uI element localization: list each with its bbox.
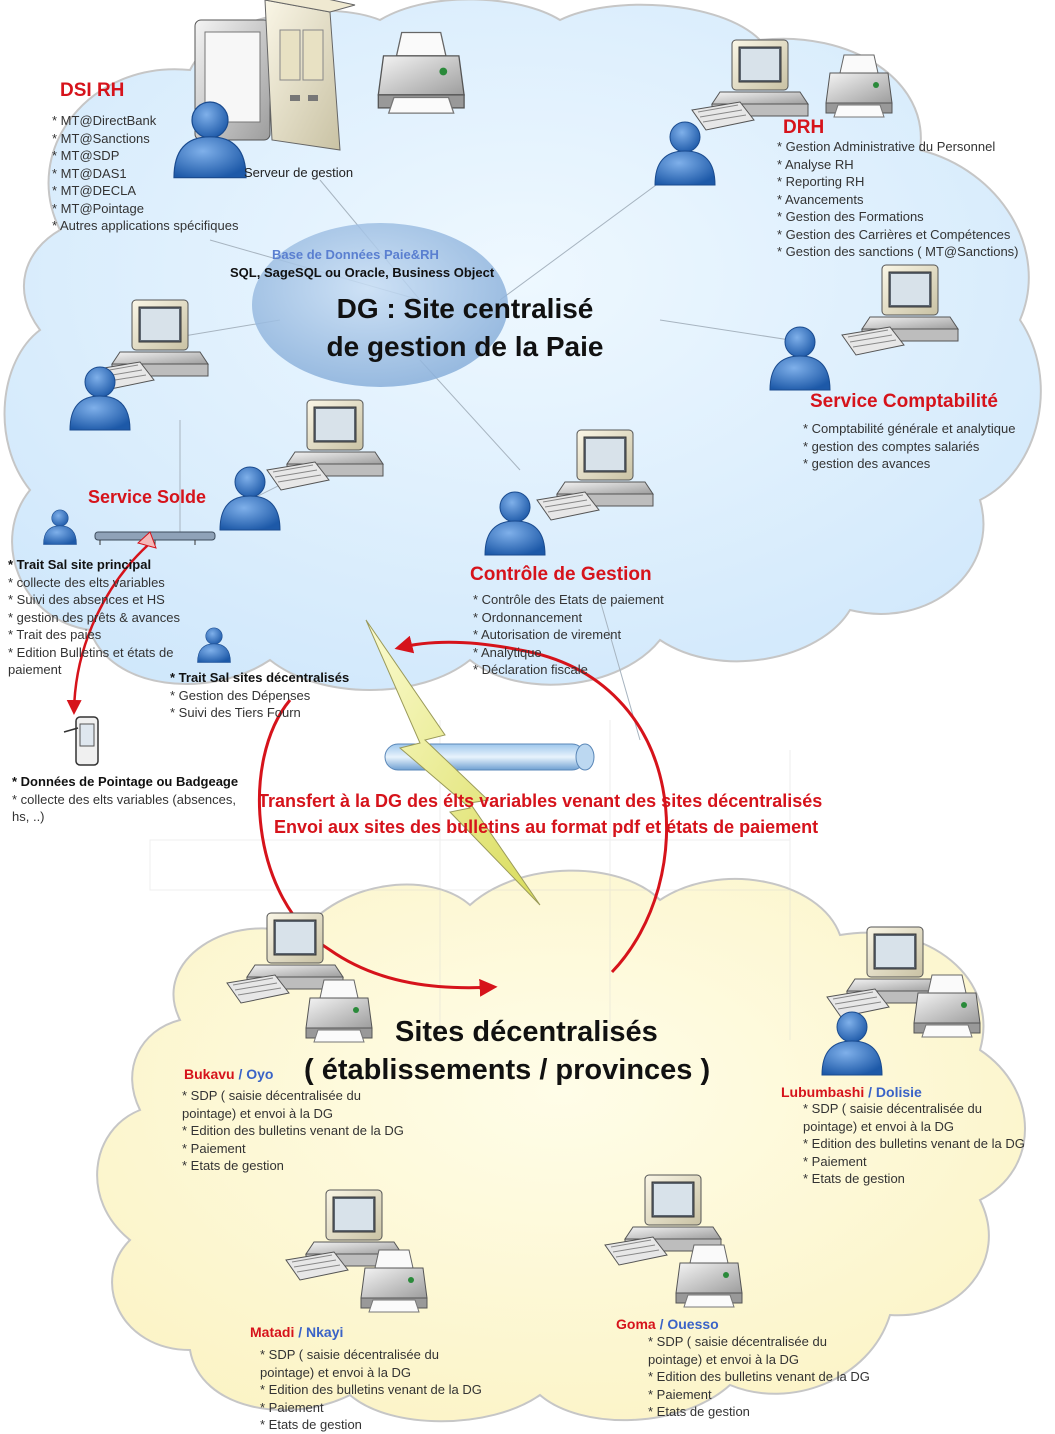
- list-item: * Gestion des Formations: [777, 209, 924, 224]
- list-item: * MT@DirectBank: [52, 113, 157, 128]
- list-item: * SDP ( saisie décentralisée du: [260, 1347, 439, 1362]
- list-item: * gestion des avances: [803, 456, 931, 471]
- list-item: pointage) et envoi à la DG: [182, 1105, 334, 1121]
- badge-reader-icon: [63, 716, 99, 766]
- sites-title-line-2: ( établissements / provinces ): [304, 1054, 711, 1086]
- list-item: * Analytique: [473, 644, 542, 660]
- dsi-title: DSI RH: [60, 80, 125, 101]
- list-item: pointage) et envoi à la DG: [803, 1118, 955, 1134]
- server-label: Serveur de gestion: [244, 165, 354, 180]
- list-item: * Edition des bulletins venant de la DG: [182, 1123, 404, 1138]
- list-item: * MT@DAS1: [52, 165, 127, 181]
- list-item: * Reporting RH: [777, 174, 865, 189]
- list-item: * MT@Pointage: [52, 200, 144, 216]
- transfer-line-2: Envoi aux sites des bulletins au format …: [274, 817, 819, 837]
- list-item: * Etats de gestion: [260, 1417, 362, 1432]
- list-item: * Avancements: [777, 191, 864, 207]
- site-goma-list: * SDP ( saisie décentralisée du pointage)…: [648, 1333, 870, 1421]
- list-item: * Ordonnancement: [473, 609, 583, 625]
- transfer-line-1: Transfert à la DG des élts variables ven…: [258, 791, 823, 811]
- list-item: * Etats de gestion: [803, 1171, 905, 1186]
- db-tech: SQL, SageSQL ou Oracle, Business Object: [230, 265, 495, 280]
- list-item: * SDP ( saisie décentralisée du: [648, 1334, 827, 1349]
- background-panels: [149, 720, 791, 1040]
- pointage-list: * Données de Pointage ou Badgeage * colle…: [12, 773, 238, 826]
- list-item: * Comptabilité générale et analytique: [803, 421, 1016, 436]
- drh-title: DRH: [783, 117, 825, 138]
- list-item: * Suivi des Tiers Fourn: [170, 705, 301, 720]
- solde-title: Service Solde: [88, 487, 207, 507]
- list-item: * collecte des elts variables (absences,: [12, 791, 237, 807]
- list-item: * Suivi des absences et HS: [8, 592, 165, 607]
- list-item: * MT@DECLA: [52, 183, 136, 198]
- site-lubumbashi-list: * SDP ( saisie décentralisée du pointage)…: [803, 1100, 1025, 1188]
- list-item: pointage) et envoi à la DG: [648, 1351, 800, 1367]
- list-item: * Trait Sal site principal: [8, 557, 152, 572]
- list-item: * Déclaration fiscale: [473, 662, 588, 677]
- db-title: Base de Données Paie&RH: [272, 247, 439, 262]
- list-item: * Etats de gestion: [182, 1158, 284, 1173]
- list-item: * Edition des bulletins venant de la DG: [260, 1382, 482, 1397]
- list-item: * Contrôle des Etats de paiement: [473, 592, 664, 607]
- list-item: * Analyse RH: [777, 156, 854, 172]
- list-item: * Paiement: [260, 1399, 324, 1415]
- list-item: * gestion des prêts & avances: [8, 609, 180, 625]
- solde-list: * Trait Sal site principal * collecte des…: [8, 556, 180, 679]
- dg-title-line-1: DG : Site centralisé: [336, 293, 594, 324]
- list-item: * MT@SDP: [52, 148, 120, 163]
- pointage-arrow: [66, 544, 149, 715]
- dsi-list: * MT@DirectBank * MT@Sanctions * MT@SDP * M…: [52, 112, 238, 235]
- list-item: * Edition des bulletins venant de la DG: [803, 1136, 1025, 1151]
- list-item: * SDP ( saisie décentralisée du: [803, 1101, 982, 1116]
- network-bus: [94, 531, 216, 541]
- list-item: * Gestion des Dépenses: [170, 687, 311, 703]
- site-bukavu-name: Bukavu / Oyo: [184, 1066, 274, 1082]
- lightning-bolt-icon: [365, 619, 541, 906]
- upload-arrow: [394, 635, 669, 974]
- dg-title: DG : Site centralisé de gestion de la Pa…: [255, 290, 675, 366]
- compta-list: * Comptabilité générale et analytique * g…: [803, 420, 1015, 473]
- list-item: * MT@Sanctions: [52, 130, 150, 146]
- list-item: * Etats de gestion: [648, 1404, 750, 1419]
- list-item: * Autorisation de virement: [473, 627, 622, 642]
- site-lubumbashi-name: Lubumbashi / Dolisie: [781, 1084, 922, 1100]
- site-goma-name: Goma / Ouesso: [616, 1316, 719, 1332]
- controle-list: * Contrôle des Etats de paiement * Ordonn…: [473, 591, 664, 679]
- list-item: * Paiement: [648, 1386, 712, 1402]
- list-item: * Paiement: [182, 1140, 246, 1156]
- list-item: * collecte des elts variables: [8, 574, 165, 590]
- drh-list: * Gestion Administrative du Personnel * A…: [777, 138, 1019, 261]
- sites-title-line-1: Sites décentralisés: [395, 1016, 658, 1048]
- list-item: hs, ..): [12, 809, 45, 824]
- list-item: * Gestion des sanctions ( MT@Sanctions): [777, 244, 1019, 259]
- list-item: * Paiement: [803, 1153, 867, 1169]
- list-item: * Trait Sal sites décentralisés: [170, 670, 350, 685]
- database-ellipse: [252, 223, 508, 387]
- dg-title-line-2: de gestion de la Paie: [326, 331, 604, 362]
- sites-title: Sites décentralisés ( établissements / p…: [290, 1013, 870, 1089]
- site-bukavu-list: * SDP ( saisie décentralisée du pointage)…: [182, 1087, 404, 1175]
- list-item: * Edition Bulletins et états de: [8, 644, 174, 660]
- decent-list: * Trait Sal sites décentralisés * Gestion…: [170, 669, 349, 722]
- list-item: paiement: [8, 662, 62, 677]
- list-item: * Données de Pointage ou Badgeage: [12, 774, 239, 789]
- list-item: * Gestion des Carrières et Compétences: [777, 226, 1011, 242]
- list-item: * Edition des bulletins venant de la DG: [648, 1369, 870, 1384]
- list-item: * Trait des paies: [8, 627, 102, 642]
- site-matadi-name: Matadi / Nkayi: [250, 1324, 344, 1340]
- list-item: * gestion des comptes salariés: [803, 438, 980, 454]
- site-matadi-list: * SDP ( saisie décentralisée du pointage)…: [260, 1346, 482, 1434]
- compta-title: Service Comptabilité: [810, 391, 998, 412]
- list-item: * Autres applications spécifiques: [52, 218, 239, 233]
- list-item: * Gestion Administrative du Personnel: [777, 139, 996, 154]
- list-item: pointage) et envoi à la DG: [260, 1364, 412, 1380]
- controle-title: Contrôle de Gestion: [470, 564, 652, 585]
- list-item: * SDP ( saisie décentralisée du: [182, 1088, 361, 1103]
